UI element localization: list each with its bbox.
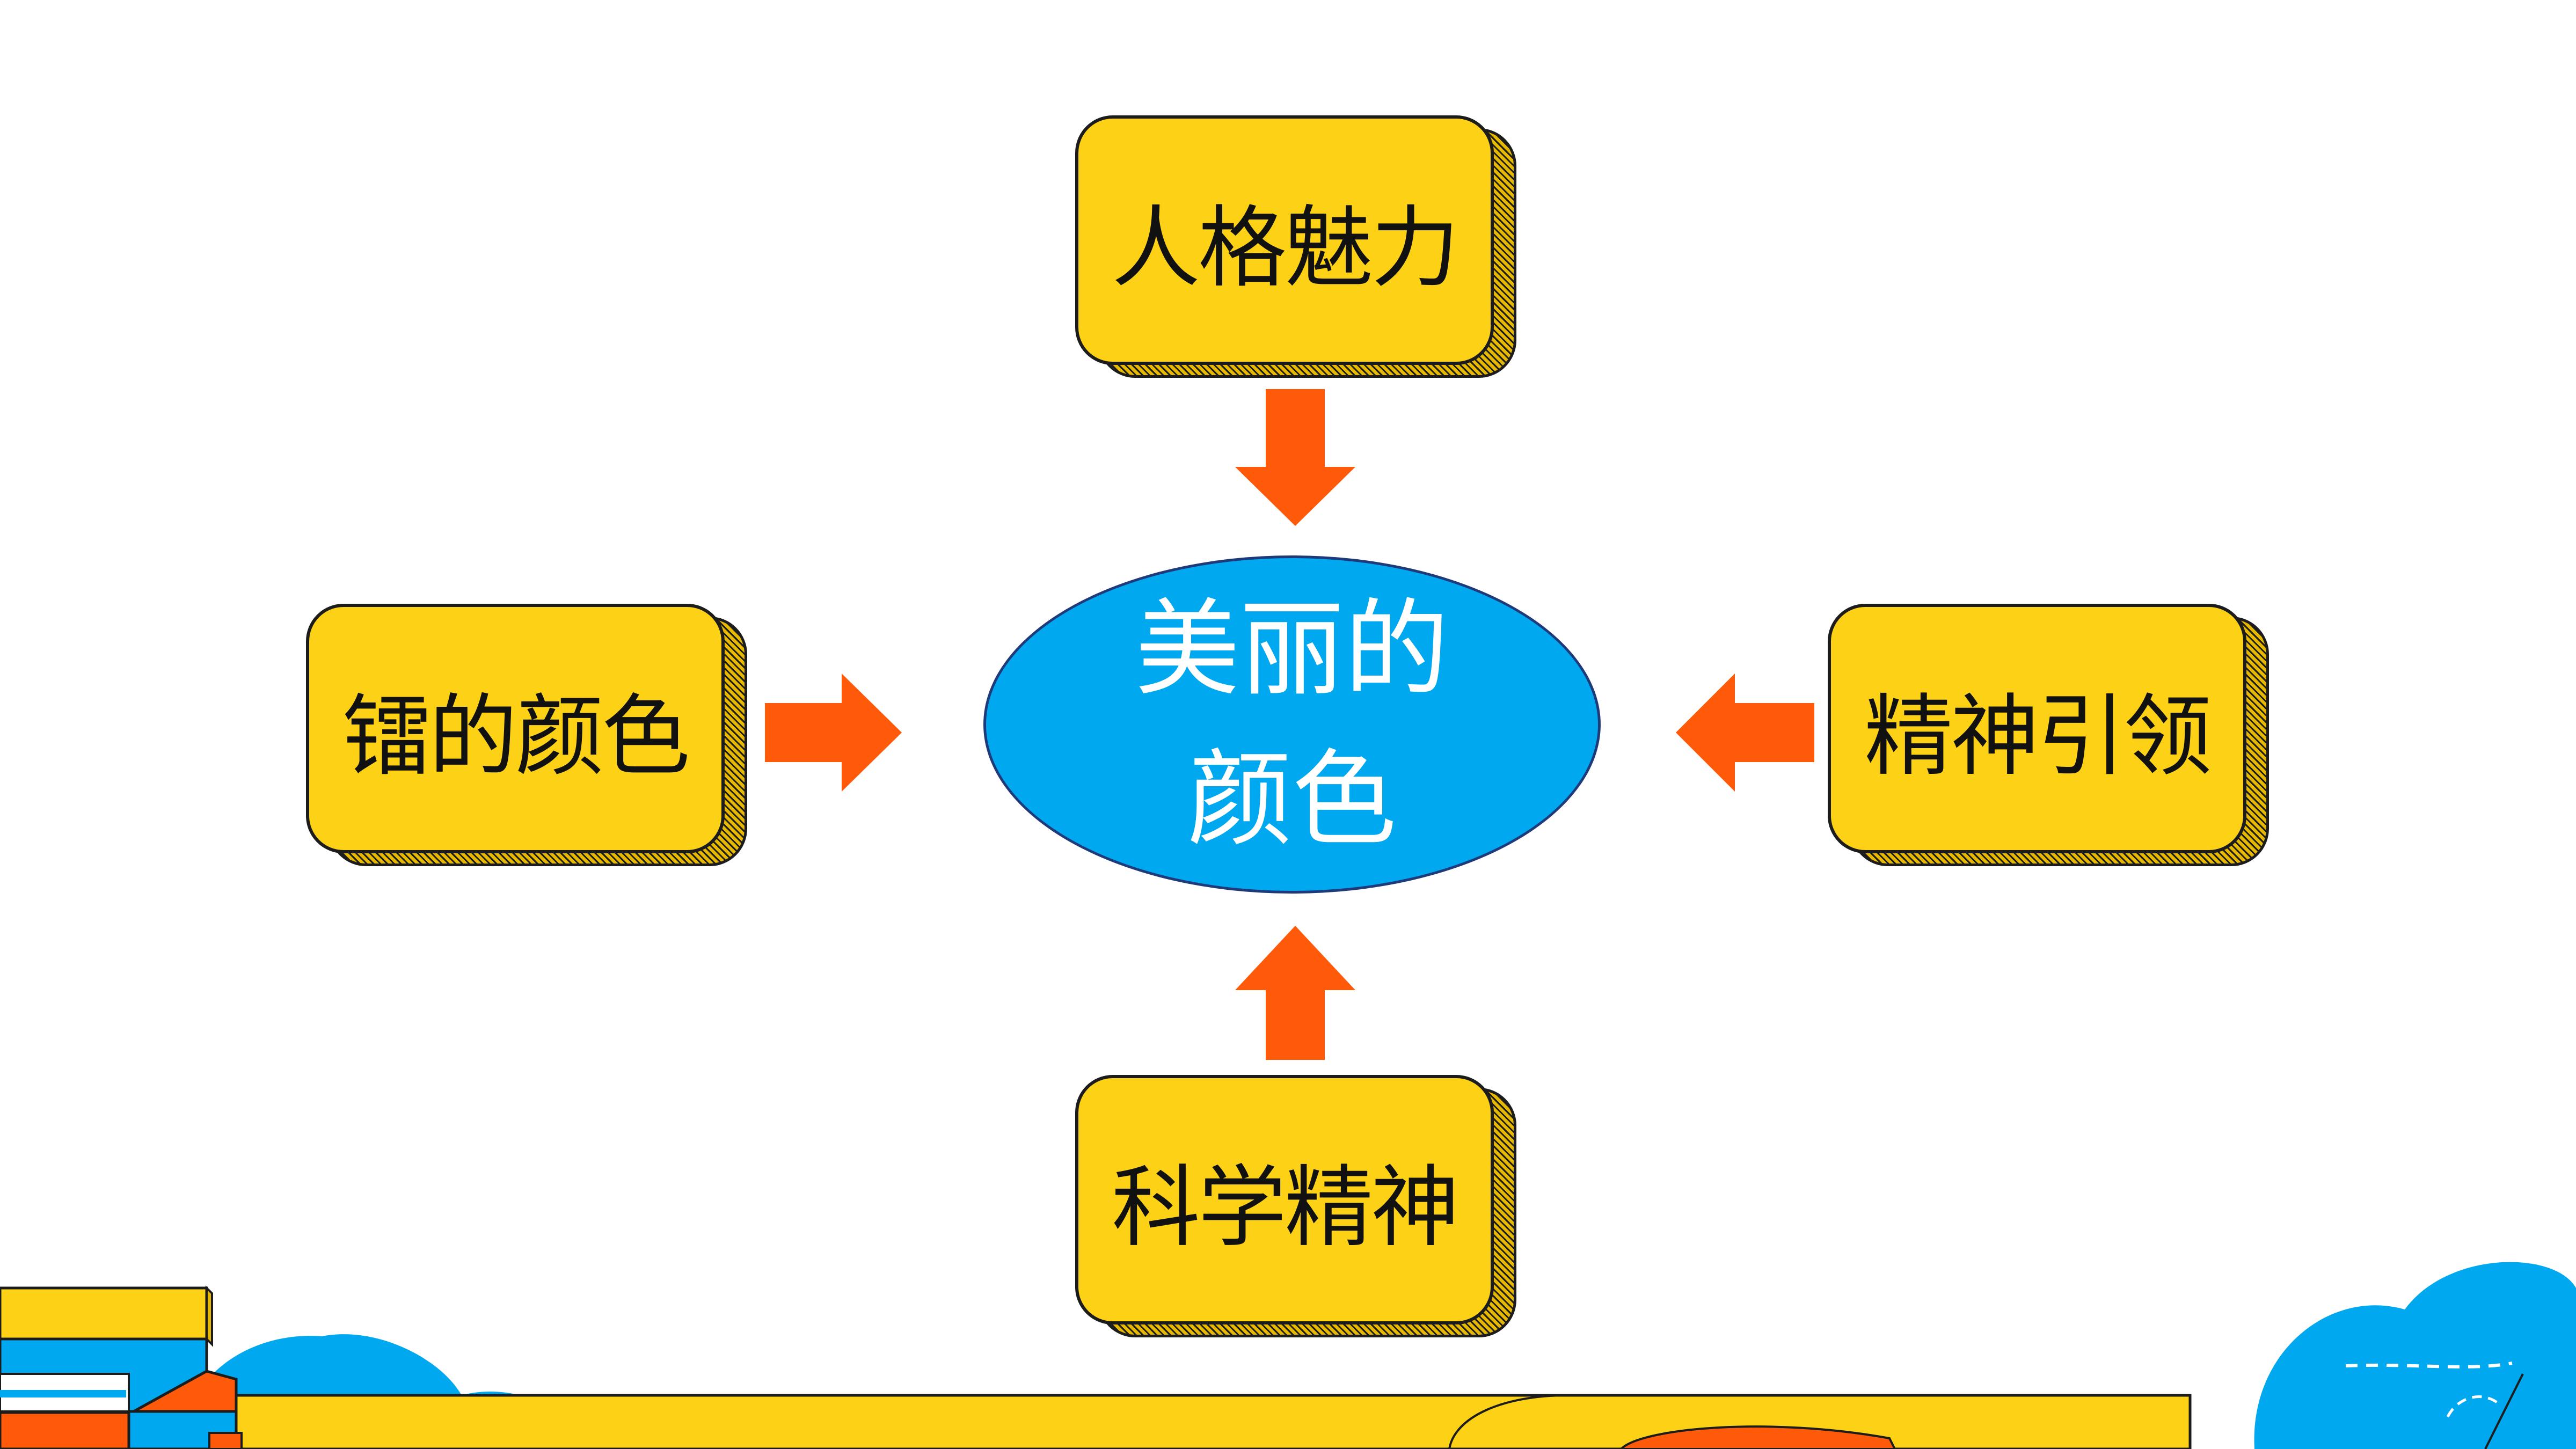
node-bottom: 科学精神	[1075, 1075, 1516, 1337]
center-label-line2: 颜色	[1187, 738, 1397, 860]
center-label-line1: 美丽的	[1135, 588, 1449, 710]
node-top-label: 人格魅力	[1112, 196, 1460, 299]
node-left-box: 镭的颜色	[306, 604, 725, 853]
node-left-label: 镭的颜色	[342, 685, 690, 788]
arrow-left-from-right	[1676, 674, 1814, 792]
arrow-right-from-left	[765, 674, 902, 792]
center-ellipse: 美丽的 颜色	[983, 555, 1601, 894]
node-top: 人格魅力	[1075, 115, 1516, 378]
node-left: 镭的颜色	[306, 604, 747, 866]
node-bottom-label: 科学精神	[1112, 1156, 1460, 1259]
node-right-label: 精神引领	[1864, 685, 2212, 788]
node-right-box: 精神引领	[1828, 604, 2246, 853]
orange-dome-decoration	[1619, 1425, 1896, 1449]
node-right: 精神引领	[1828, 604, 2269, 866]
node-top-box: 人格魅力	[1075, 115, 1494, 365]
arrow-down-from-top	[1235, 389, 1355, 526]
node-bottom-box: 科学精神	[1075, 1075, 1494, 1324]
arrow-up-from-bottom	[1235, 926, 1355, 1060]
books-decoration	[0, 1285, 243, 1449]
